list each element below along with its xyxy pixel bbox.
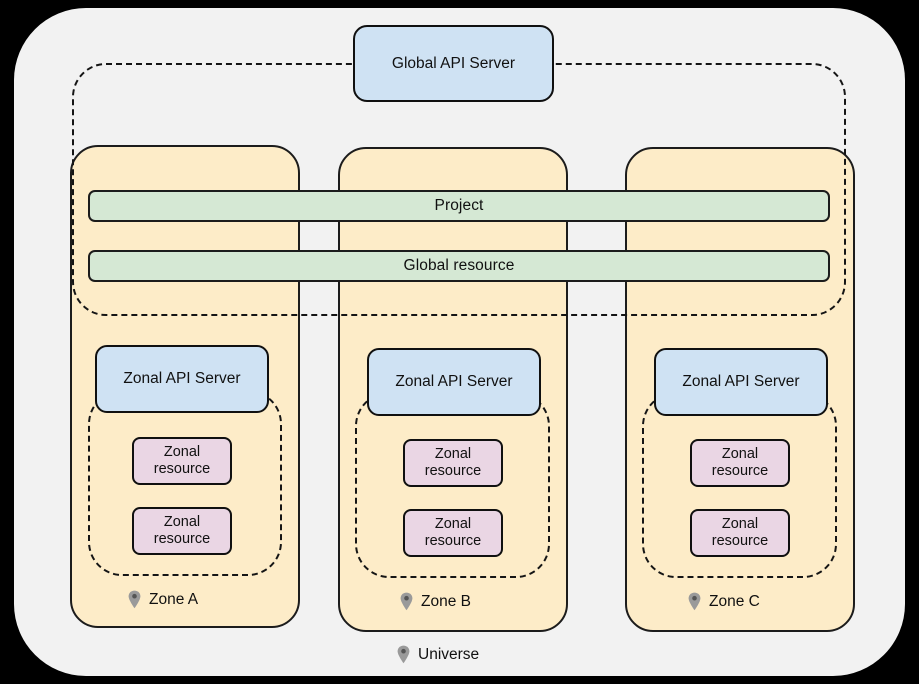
zone-label-text-c: Zone C — [709, 592, 760, 610]
zonal-resource-line1: Zonal — [721, 516, 759, 533]
zonal-resource-line2: resource — [711, 463, 769, 479]
zonal-api-server-box-b: Zonal API Server — [367, 348, 541, 416]
universe-label: Universe — [397, 645, 479, 664]
zone-label-c: Zone C — [688, 592, 760, 611]
location-pin-icon — [400, 592, 413, 611]
zone-label-text-a: Zone A — [149, 590, 199, 608]
zone-label-text-b: Zone B — [421, 592, 471, 610]
zone-label-b: Zone B — [400, 592, 471, 611]
zonal-resource-line1: Zonal — [163, 514, 201, 531]
zonal-resource-line2: resource — [424, 533, 482, 549]
zonal-resource-box-c1: Zonal resource — [690, 439, 790, 487]
zonal-resource-box-b2: Zonal resource — [403, 509, 503, 557]
zonal-api-server-box-a: Zonal API Server — [95, 345, 269, 413]
universe-label-text: Universe — [418, 645, 480, 663]
zonal-api-server-box-c: Zonal API Server — [654, 348, 828, 416]
zonal-resource-line1: Zonal — [163, 444, 201, 461]
zonal-resource-box-a1: Zonal resource — [132, 437, 232, 485]
global-api-server-box: Global API Server — [353, 25, 554, 102]
global-bar-global-resource: Global resource — [88, 250, 830, 282]
zone-label-a: Zone A — [128, 590, 198, 609]
zonal-resource-line1: Zonal — [721, 446, 759, 463]
zonal-resource-line2: resource — [153, 531, 211, 547]
zonal-resource-line2: resource — [153, 461, 211, 477]
location-pin-icon — [688, 592, 701, 611]
zonal-resource-box-a2: Zonal resource — [132, 507, 232, 555]
location-pin-icon — [397, 645, 410, 664]
location-pin-icon — [128, 590, 141, 609]
zonal-resource-line1: Zonal — [434, 516, 472, 533]
zonal-resource-box-b1: Zonal resource — [403, 439, 503, 487]
zonal-resource-line1: Zonal — [434, 446, 472, 463]
zonal-resource-line2: resource — [711, 533, 769, 549]
zonal-resource-box-c2: Zonal resource — [690, 509, 790, 557]
zonal-resource-line2: resource — [424, 463, 482, 479]
global-bar-project: Project — [88, 190, 830, 222]
